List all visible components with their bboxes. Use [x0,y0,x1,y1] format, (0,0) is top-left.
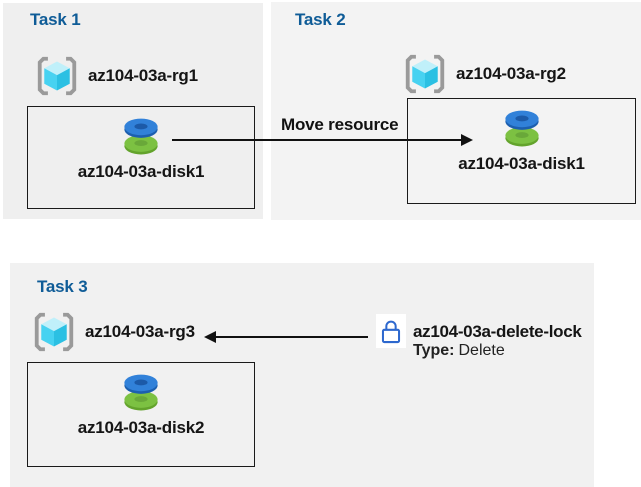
task1-resource-box: az104-03a-disk1 [27,106,255,209]
resource-group-icon [33,312,75,352]
lock-type-line: Type:Delete [413,342,582,361]
task3-resource-box: az104-03a-disk2 [27,362,255,467]
resource-label: az104-03a-disk2 [77,418,205,437]
resource-group-label: az104-03a-rg1 [88,66,198,85]
lock-arrow-line [215,336,368,338]
lock-tile [376,314,406,348]
task1-panel [3,3,263,219]
task3-panel [10,263,594,487]
move-arrow-head-icon [461,133,473,146]
resource-label: az104-03a-disk1 [458,154,585,173]
task2-title: Task 2 [295,10,346,29]
move-resource-label: Move resource [281,115,399,134]
lock-type-label: Type: [413,341,455,359]
lock-text-block: az104-03a-delete-lock Type:Delete [413,322,582,361]
task2-panel [271,2,641,220]
task1-title: Task 1 [30,10,81,29]
lock-arrow-head-icon [204,330,216,343]
resource-group-label: az104-03a-rg3 [85,322,195,341]
disk-icon [120,372,162,413]
task3-resource-group: az104-03a-rg3 [33,312,195,352]
disk-icon [120,116,162,157]
resource-group-label: az104-03a-rg2 [456,64,566,83]
lock-type-value: Delete [458,341,505,359]
resource-group-icon [36,56,78,96]
lock-name-label: az104-03a-delete-lock [413,322,582,341]
task1-resource-group: az104-03a-rg1 [36,56,198,96]
move-arrow-line [172,139,462,141]
resource-label: az104-03a-disk1 [77,162,205,181]
task3-title: Task 3 [37,277,88,296]
task2-resource-box: az104-03a-disk1 [407,98,636,204]
lock-icon [380,318,402,345]
task2-resource-group: az104-03a-rg2 [404,54,566,94]
disk-icon [501,108,543,149]
resource-group-icon [404,54,446,94]
